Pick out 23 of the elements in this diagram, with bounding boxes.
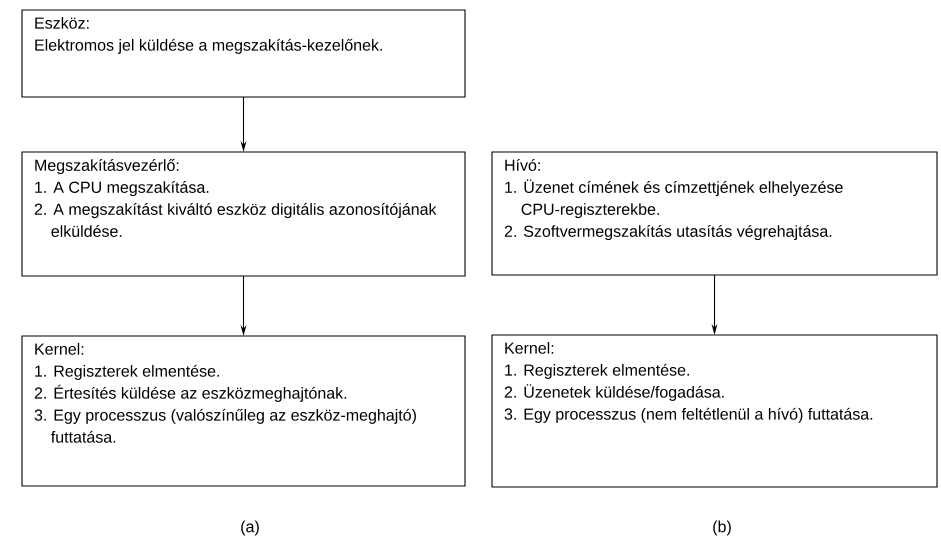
list-item: 1. Regiszterek elmentése. — [505, 364, 689, 379]
list-item: 2. Értesítés küldése az eszközmeghajtónak. — [34, 384, 346, 402]
list-item: 3. Egy processzus (nem feltétlenül a hívó) futtatása. — [504, 408, 872, 423]
box-heading: Megszakításvezérlő: — [35, 159, 178, 174]
box-text: Elektromos jel küldése a megszakítás-kezelőnek. — [35, 38, 382, 54]
box-heading: Kernel: — [35, 343, 84, 355]
list-item: 2. Szoftvermegszakítás utasítás végrehajtása. — [504, 225, 832, 240]
figure-label: (b) — [713, 520, 731, 536]
list-item: 2. Üzenetek küldése/fogadása. — [504, 384, 724, 401]
list-item: 1. Regiszterek elmentése. — [35, 364, 219, 380]
process-box — [21, 151, 466, 277]
list-item: 1. Üzenet címének és címzettjének elhelyezése CPU-regiszterekbe. — [505, 179, 843, 218]
box-heading: Hívó: — [505, 159, 540, 171]
list-item: 2. A megszakítást kiváltó eszköz digitális azonosítójának elküldése. — [34, 203, 437, 237]
figure-label: (a) — [241, 520, 259, 536]
list-item: 3. Egy processzus (valószínűleg az eszköz-meghajtó) futtatása. — [34, 408, 416, 443]
box-heading: Eszköz: — [35, 17, 89, 29]
process-box — [21, 335, 466, 487]
process-box — [21, 9, 466, 98]
process-box — [491, 151, 938, 276]
process-box — [491, 334, 938, 488]
box-heading: Kernel: — [505, 342, 554, 354]
list-item: 1. A CPU megszakítása. — [35, 181, 208, 196]
